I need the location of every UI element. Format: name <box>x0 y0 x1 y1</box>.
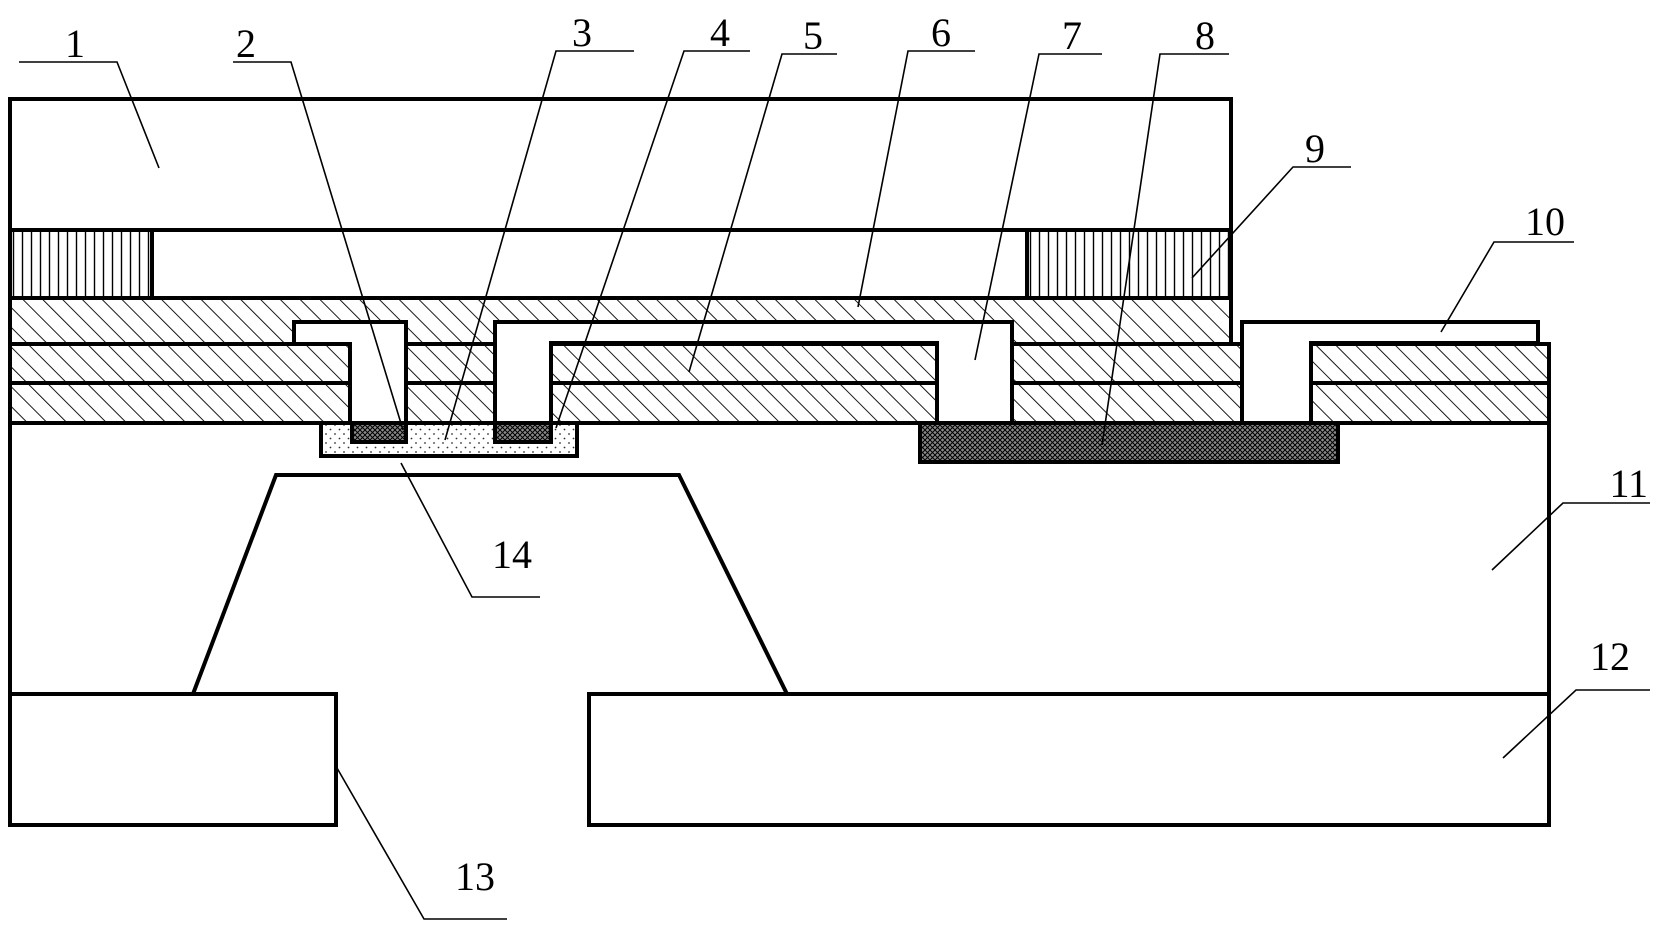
contact-pad-2-right <box>495 423 551 442</box>
label-6: 6 <box>931 10 951 55</box>
label-8: 8 <box>1195 13 1215 58</box>
bottom-layer-12-right <box>589 694 1549 825</box>
label-14: 14 <box>492 532 532 577</box>
layer-5 <box>10 344 1549 383</box>
label-13: 13 <box>455 854 495 899</box>
label-2: 2 <box>236 21 256 66</box>
region-8 <box>920 423 1338 462</box>
label-11: 11 <box>1609 461 1648 506</box>
bottom-layer-12-left <box>10 694 336 825</box>
contact-pad-2-left <box>352 423 406 442</box>
label-3: 3 <box>572 10 592 55</box>
label-9: 9 <box>1305 126 1325 171</box>
label-1: 1 <box>65 21 85 66</box>
label-5: 5 <box>803 13 823 58</box>
label-12: 12 <box>1590 634 1630 679</box>
label-7: 7 <box>1062 13 1082 58</box>
spacer-9-left <box>10 230 152 298</box>
label-10: 10 <box>1525 199 1565 244</box>
layer-4 <box>10 383 1549 423</box>
label-4: 4 <box>710 10 730 55</box>
leader-line-10 <box>1441 242 1574 332</box>
